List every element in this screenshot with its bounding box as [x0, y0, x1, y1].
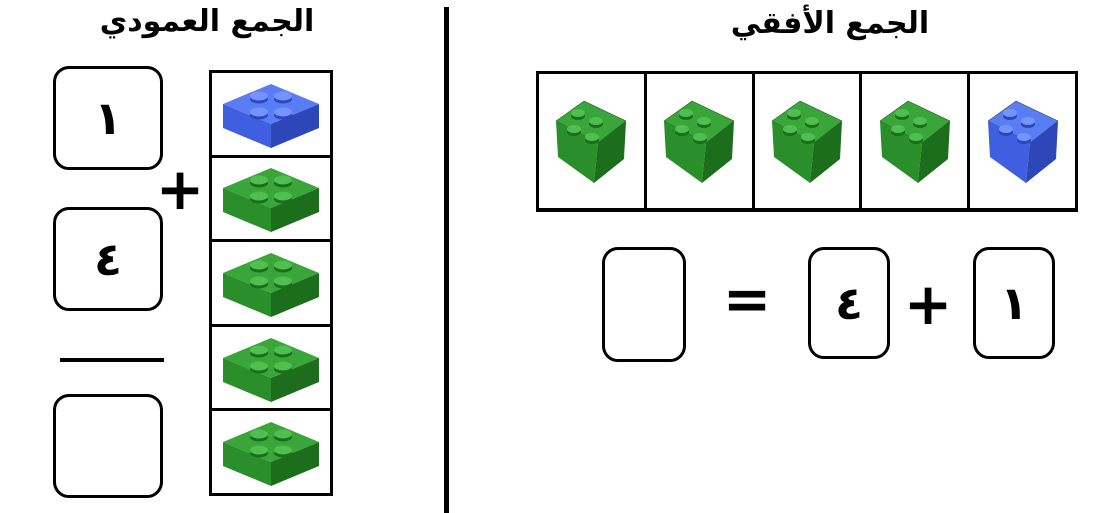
horizontal-addend-two-box[interactable]: ٤ [808, 247, 890, 359]
horizontal-brick-strip [536, 71, 1078, 212]
vertical-top-number-box[interactable]: ١ [53, 66, 163, 170]
sum-line [60, 358, 164, 362]
vertical-second-number-box[interactable]: ٤ [53, 207, 163, 311]
brick-cell [212, 242, 330, 327]
blue-brick-icon [987, 100, 1059, 183]
green-brick-icon [555, 100, 627, 183]
brick-cell [539, 74, 647, 208]
green-brick-icon [771, 100, 843, 183]
green-brick-icon [223, 337, 319, 402]
vertical-addition-title: الجمع العمودي [99, 4, 315, 39]
brick-cell [212, 158, 330, 243]
vertical-brick-column [209, 70, 333, 496]
green-brick-icon [879, 100, 951, 183]
blue-brick-icon [223, 83, 319, 148]
vertical-result-box[interactable] [53, 394, 163, 498]
brick-cell [755, 74, 863, 208]
vertical-plus-sign: + [155, 155, 205, 223]
green-brick-icon [223, 168, 319, 233]
green-brick-icon [223, 422, 319, 487]
green-brick-icon [663, 100, 735, 183]
brick-cell [970, 74, 1075, 208]
brick-cell [212, 73, 330, 158]
brick-cell [212, 411, 330, 493]
horizontal-addition-title: الجمع الأفقي [730, 6, 930, 41]
brick-cell [212, 327, 330, 412]
equals-sign: = [722, 265, 772, 333]
horizontal-addend-one-box[interactable]: ١ [973, 247, 1055, 359]
green-brick-icon [223, 252, 319, 317]
plus-sign: + [903, 270, 953, 338]
brick-cell [862, 74, 971, 208]
horizontal-result-box[interactable] [602, 247, 686, 362]
brick-cell [647, 74, 755, 208]
section-divider [444, 7, 449, 513]
